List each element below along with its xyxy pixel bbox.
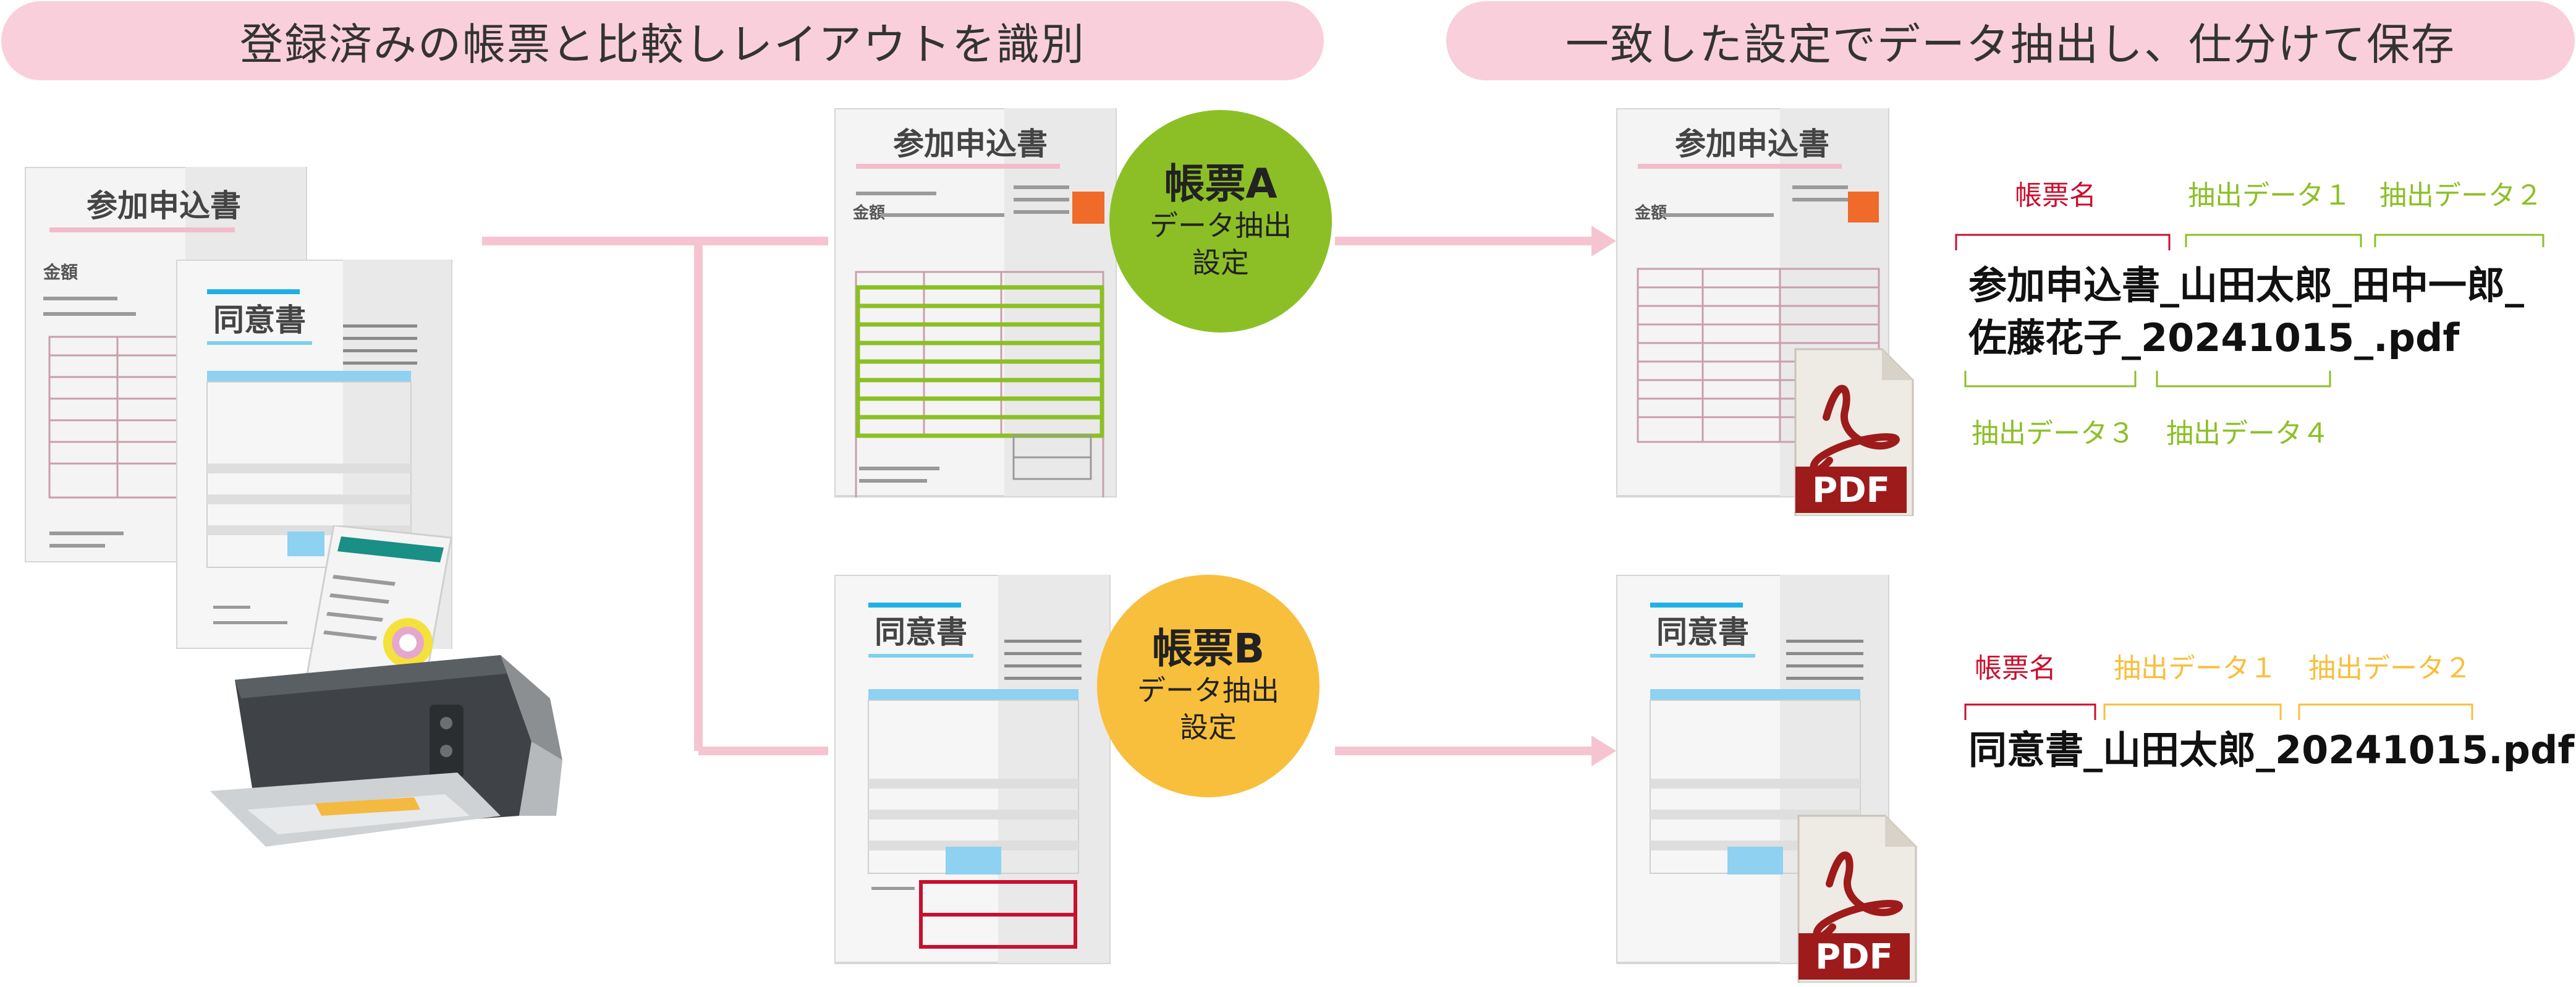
document-scanner [210,525,562,847]
output-b-label-data2: 抽出データ２ [2308,653,2472,684]
stacked-amount-label: 金額 [43,262,78,282]
form-a-title: 参加申込書 [893,126,1048,162]
form-a-document: 参加申込書 金額 [834,108,1117,498]
output-b-pdf-label: PDF [1815,937,1893,977]
form-b-document: 同意書 [834,575,1111,964]
output-b-document: 同意書 PDF [1616,575,1917,983]
output-a-label-data2: 抽出データ２ [2379,180,2543,211]
header-left-title: 登録済みの帳票と比較しレイアウトを識別 [240,19,1085,70]
form-b-title: 同意書 [875,614,967,650]
output-b-title: 同意書 [1656,614,1749,650]
header-right-pill: 一致した設定でデータ抽出し、仕分けて保存 [1446,1,2575,80]
output-a-amount-label: 金額 [1634,203,1667,222]
output-a-pdf-label: PDF [1812,470,1890,510]
stacked-consent-title: 同意書 [213,302,306,338]
output-a-title: 参加申込書 [1675,126,1829,162]
output-a-label-data3: 抽出データ３ [1972,418,2135,449]
setting-b-line2: 設定 [1180,710,1237,744]
output-b-label-form-name: 帳票名 [1975,653,2056,684]
output-b-filename: 同意書_山田太郎_20241015.pdf [1968,727,2575,773]
setting-a-line2: 設定 [1192,245,1249,279]
header-left-pill: 登録済みの帳票と比較しレイアウトを識別 [1,1,1324,80]
output-a-filename-line2: 佐藤花子_20241015_.pdf [1968,315,2460,360]
setting-b-line1: データ抽出 [1137,674,1279,708]
output-b-label-data1: 抽出データ１ [2114,653,2277,684]
setting-a-circle: 帳票A データ抽出 設定 [1109,110,1332,333]
output-a-label-form-name: 帳票名 [2015,180,2096,211]
stacked-application-title: 参加申込書 [87,188,241,224]
setting-b-name: 帳票B [1151,625,1265,673]
header-right-title: 一致した設定でデータ抽出し、仕分けて保存 [1566,19,2455,70]
setting-a-line1: データ抽出 [1150,209,1292,243]
setting-b-circle: 帳票B データ抽出 設定 [1097,575,1320,797]
output-a-label-data1: 抽出データ１ [2188,180,2351,211]
output-a-filename-line1: 参加申込書_山田太郎_田中一郎_ [1968,263,2525,308]
setting-a-name: 帳票A [1164,160,1277,208]
output-a-document: 参加申込書 金額 PDF [1616,108,1914,516]
form-a-amount-label: 金額 [852,203,885,222]
output-a-label-data4: 抽出データ４ [2166,418,2329,449]
